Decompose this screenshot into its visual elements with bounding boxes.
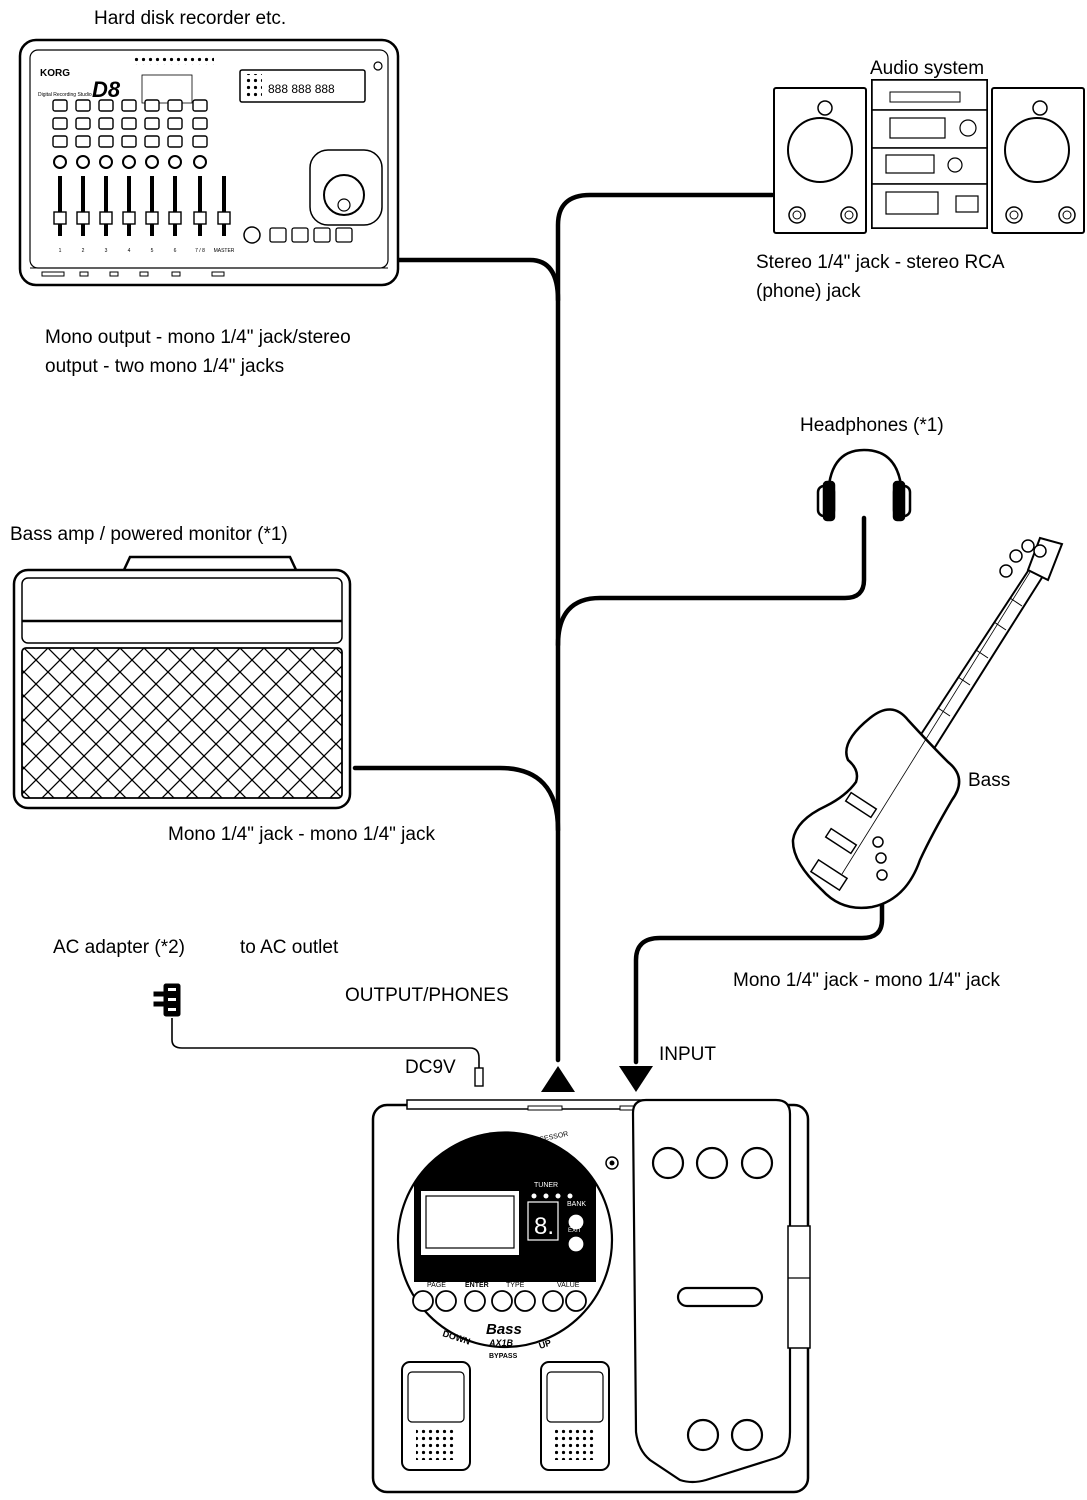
label-bass: Bass bbox=[968, 770, 1011, 791]
channel-strip: 2 bbox=[75, 99, 91, 254]
cables bbox=[352, 192, 885, 1065]
recorder-vents bbox=[132, 55, 214, 65]
channel-strip: 7 / 8 bbox=[192, 99, 208, 254]
svg-text:UP: UP bbox=[538, 1338, 553, 1351]
channel-strips: 1 2 3 4 5 6 7 / 8 MASTER bbox=[52, 99, 235, 254]
channel-label: 1 bbox=[59, 248, 62, 254]
channel-strip: 6 bbox=[167, 99, 183, 254]
jog-wheel-icon bbox=[323, 174, 365, 216]
label-recorder-cable-1: Mono output - mono 1/4" jack/stereo bbox=[45, 327, 351, 348]
amp-cable bbox=[352, 765, 561, 833]
svg-text:TUNER: TUNER bbox=[534, 1182, 558, 1189]
channel-strip: 3 bbox=[98, 99, 114, 254]
channel-strip: 1 bbox=[52, 99, 68, 254]
label-bass-amp: Bass amp / powered monitor (*1) bbox=[10, 524, 288, 545]
channel-strip: 5 bbox=[144, 99, 160, 254]
footswitch-up bbox=[540, 1361, 610, 1471]
channel-label: 2 bbox=[82, 248, 85, 254]
amp-grille bbox=[21, 647, 343, 799]
processor-led-display bbox=[527, 1201, 559, 1241]
svg-text:KORG: KORG bbox=[490, 1177, 514, 1186]
recorder-rear-jacks bbox=[41, 271, 225, 277]
label-input: INPUT bbox=[659, 1044, 716, 1065]
bass-processor: 8. BANK EXIT TUNER PAGE ENTER TYPE VALUE… bbox=[371, 1098, 811, 1494]
svg-text:ENTER: ENTER bbox=[465, 1282, 489, 1289]
channel-label: 4 bbox=[128, 248, 131, 254]
recorder-display bbox=[239, 69, 366, 103]
bass-amp bbox=[12, 555, 352, 810]
recorder-subtitle: Digital Recording Studio bbox=[38, 92, 92, 98]
channel-label: MASTER bbox=[214, 248, 235, 254]
channel-label: 6 bbox=[174, 248, 177, 254]
output-trunk-cable bbox=[555, 192, 775, 1063]
channel-strip: 4 bbox=[121, 99, 137, 254]
ac-adapter-icon bbox=[153, 983, 181, 1017]
label-output-phones: OUTPUT/PHONES bbox=[345, 985, 509, 1006]
label-ac-outlet: to AC outlet bbox=[240, 937, 339, 958]
bass-guitar-icon bbox=[791, 536, 1064, 910]
svg-text:PAGE: PAGE bbox=[427, 1282, 446, 1289]
processor-model-script: Bass bbox=[486, 1321, 522, 1338]
channel-label: 7 / 8 bbox=[195, 248, 205, 254]
dc-cable bbox=[171, 1018, 480, 1085]
hard-disk-recorder: KORG D8 Digital Recording Studio 888 888… bbox=[18, 38, 400, 287]
amp-top-panel bbox=[21, 577, 343, 644]
recorder-brand: KORG bbox=[40, 68, 70, 79]
dc-plug bbox=[474, 1067, 484, 1087]
recorder-transport-keys bbox=[243, 226, 353, 244]
label-bass-cable: Mono 1/4" jack - mono 1/4" jack bbox=[733, 970, 1000, 991]
headphones-icon bbox=[816, 448, 912, 522]
svg-text:TYPE: TYPE bbox=[506, 1282, 525, 1289]
label-dc9v: DC9V bbox=[405, 1057, 456, 1078]
channel-label: 5 bbox=[151, 248, 154, 254]
channel-strip: MASTER bbox=[214, 176, 235, 254]
label-amp-cable: Mono 1/4" jack - mono 1/4" jack bbox=[168, 824, 435, 845]
headphones-cable bbox=[555, 515, 867, 648]
svg-text:8.: 8. bbox=[534, 1213, 554, 1240]
channel-label: 3 bbox=[105, 248, 108, 254]
processor-model: AX1B bbox=[488, 1338, 514, 1348]
footswitch-down bbox=[401, 1361, 471, 1471]
input-arrow-icon bbox=[619, 1066, 653, 1092]
label-ac-adapter: AC adapter (*2) bbox=[53, 937, 186, 958]
label-recorder-cable-2: output - two mono 1/4" jacks bbox=[45, 356, 285, 377]
output-arrow-icon bbox=[541, 1066, 575, 1092]
svg-text:BYPASS: BYPASS bbox=[489, 1353, 518, 1360]
recorder-model: D8 bbox=[92, 77, 121, 102]
svg-text:BANK: BANK bbox=[567, 1201, 586, 1208]
label-headphones: Headphones (*1) bbox=[800, 415, 944, 436]
recorder-cable bbox=[395, 257, 561, 303]
svg-text:VALUE: VALUE bbox=[557, 1282, 580, 1289]
processor-brand: TONEWORKS bbox=[466, 1160, 551, 1175]
bass-cable bbox=[633, 882, 885, 1065]
label-audio-cable-2: (phone) jack bbox=[756, 281, 861, 302]
svg-text:888 888 888: 888 888 888 bbox=[268, 82, 335, 96]
audio-system bbox=[773, 79, 1085, 234]
amp-handle bbox=[121, 555, 299, 573]
label-audio-cable-1: Stereo 1/4" jack - stereo RCA bbox=[756, 252, 1005, 273]
label-audio-system: Audio system bbox=[870, 58, 985, 79]
label-hard-disk-recorder: Hard disk recorder etc. bbox=[94, 8, 287, 29]
svg-text:EXIT: EXIT bbox=[568, 1228, 582, 1234]
